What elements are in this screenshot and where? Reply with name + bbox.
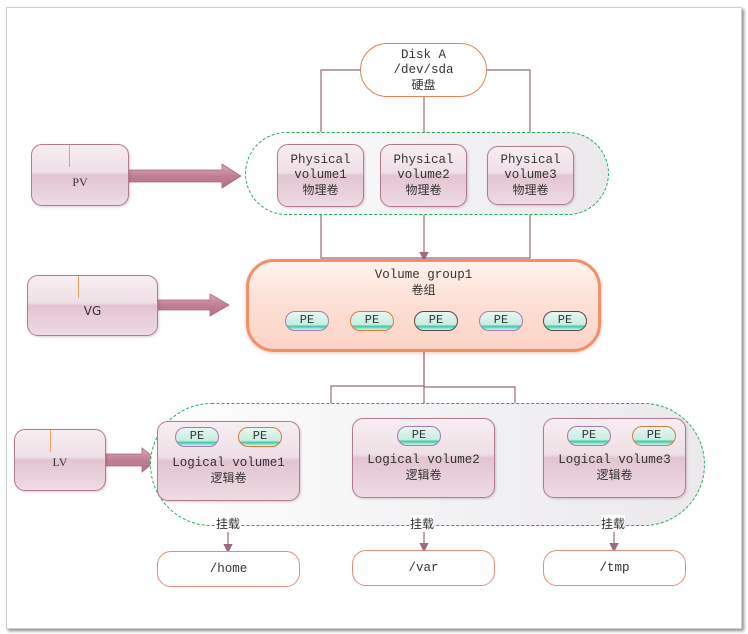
mount-path: /tmp bbox=[599, 560, 630, 575]
physical-volume-1: Physical volume1 物理卷 bbox=[277, 144, 364, 207]
mount-point-var: /var bbox=[352, 550, 495, 586]
vg-pe-3: PE bbox=[414, 311, 458, 331]
legend-tick bbox=[69, 145, 70, 167]
disk-to-pv3-connector bbox=[487, 69, 535, 149]
mount-path: /home bbox=[209, 561, 248, 576]
mount-label-3: 挂载 bbox=[601, 515, 626, 532]
mount-label-2: 挂载 bbox=[410, 515, 435, 532]
pv-name: volume3 bbox=[504, 168, 557, 182]
legend-tick bbox=[50, 430, 51, 452]
lv2-pe-1: PE bbox=[397, 426, 441, 446]
vg-title: Volume group1 bbox=[374, 268, 473, 282]
disk-name: Disk A bbox=[400, 47, 446, 62]
vg-pe-4: PE bbox=[479, 311, 523, 331]
legend-pv-label: PV bbox=[72, 174, 88, 189]
lv-label-cn: 逻辑卷 bbox=[596, 468, 633, 482]
pv-name: volume1 bbox=[294, 168, 347, 182]
legend-lv-label: LV bbox=[52, 454, 68, 469]
vg-pointer-arrow bbox=[156, 293, 230, 317]
lv-label-cn: 逻辑卷 bbox=[210, 471, 247, 485]
pv-pointer-arrow bbox=[127, 163, 242, 189]
mount-label-1: 挂载 bbox=[216, 515, 241, 532]
disk-label-cn: 硬盘 bbox=[411, 77, 436, 92]
pv-name: volume2 bbox=[397, 168, 450, 182]
pv-title: Physical bbox=[290, 153, 351, 167]
disk-to-pv1-connector bbox=[316, 69, 360, 147]
disk-device: /dev/sda bbox=[393, 62, 454, 77]
vg-pe-2: PE bbox=[350, 311, 394, 331]
lv1-pe-2: PE bbox=[238, 427, 282, 447]
pv-title: Physical bbox=[393, 153, 454, 167]
legend-vg: VG bbox=[27, 275, 158, 336]
physical-volume-3: Physical volume3 物理卷 bbox=[487, 146, 574, 205]
lv1-pe-1: PE bbox=[175, 427, 219, 447]
lv-pointer-arrow bbox=[105, 447, 158, 473]
mount-point-tmp: /tmp bbox=[543, 550, 686, 586]
pv1-to-vg-connector bbox=[320, 207, 424, 259]
pv-title: Physical bbox=[500, 153, 561, 167]
pv3-to-vg-connector bbox=[424, 205, 531, 259]
lv3-pe-1: PE bbox=[567, 426, 611, 446]
pv-label-cn: 物理卷 bbox=[302, 183, 339, 197]
legend-vg-label: VG bbox=[83, 304, 102, 318]
vg-label-cn: 卷组 bbox=[411, 283, 436, 297]
lv3-pe-2: PE bbox=[632, 426, 676, 446]
legend-lv: LV bbox=[14, 429, 106, 491]
mount-path: /var bbox=[408, 560, 439, 575]
logical-volume-2: Logical volume2 逻辑卷 bbox=[352, 418, 495, 498]
mount-point-home: /home bbox=[157, 551, 300, 587]
disk-node: Disk A /dev/sda 硬盘 bbox=[360, 43, 487, 97]
legend-pv: PV bbox=[31, 144, 129, 206]
lv-title: Logical volume1 bbox=[172, 456, 285, 470]
physical-volume-2: Physical volume2 物理卷 bbox=[380, 144, 467, 207]
vg-pe-5: PE bbox=[543, 311, 587, 331]
volume-group: Volume group1 卷组 bbox=[246, 259, 601, 352]
vg-pe-1: PE bbox=[285, 311, 329, 331]
legend-tick bbox=[78, 276, 79, 298]
lv-label-cn: 逻辑卷 bbox=[405, 468, 442, 482]
lv-title: Logical volume3 bbox=[558, 453, 671, 467]
pv-label-cn: 物理卷 bbox=[512, 183, 549, 197]
pv-label-cn: 物理卷 bbox=[405, 183, 442, 197]
lv-title: Logical volume2 bbox=[367, 453, 480, 467]
